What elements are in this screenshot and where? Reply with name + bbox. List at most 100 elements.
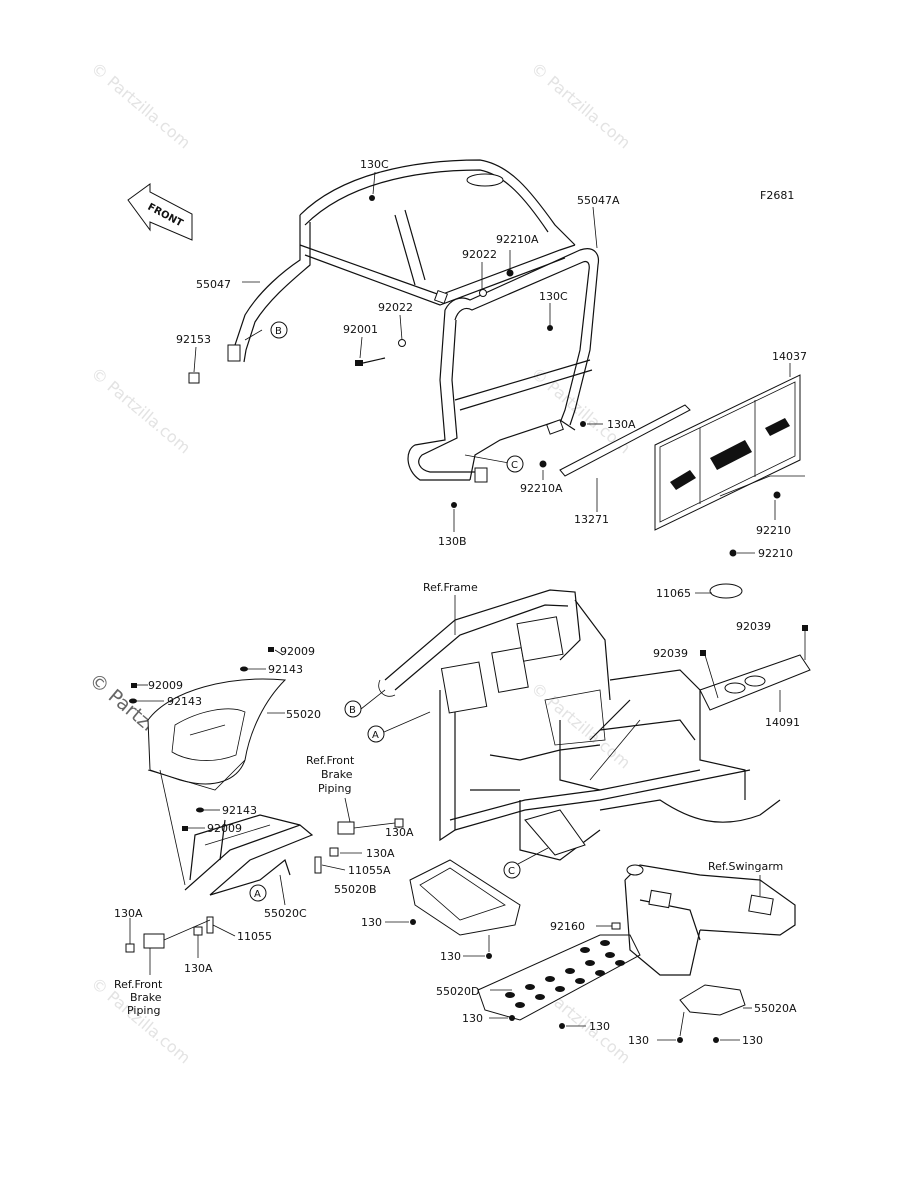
skid-plate-55020d bbox=[477, 922, 641, 1029]
part-label: 92039 bbox=[653, 647, 688, 660]
part-label: 130 bbox=[628, 1034, 649, 1047]
part-label: 92210A bbox=[496, 233, 539, 246]
bolt-icon bbox=[329, 847, 339, 857]
bolt-icon bbox=[713, 1037, 719, 1043]
reference-label: Brake bbox=[130, 991, 162, 1004]
part-label: 130 bbox=[361, 916, 382, 929]
callout-b-lower: B bbox=[344, 689, 386, 718]
nut-icon bbox=[506, 269, 514, 277]
part-label: 11065 bbox=[656, 587, 691, 600]
part-label: 92153 bbox=[176, 333, 211, 346]
part-label: 130 bbox=[462, 1012, 483, 1025]
part-label: 92009 bbox=[280, 645, 315, 658]
part-label: 14037 bbox=[772, 350, 807, 363]
part-label: 11055A bbox=[348, 864, 391, 877]
bolt-icon bbox=[559, 1023, 565, 1029]
part-label: 130 bbox=[440, 950, 461, 963]
reference-brake-bottom: Ref.Front Brake Piping bbox=[114, 978, 163, 1017]
part-label: 130B bbox=[438, 535, 467, 548]
part-label: 92001 bbox=[343, 323, 378, 336]
callout-b-upper: B bbox=[270, 321, 288, 339]
part-label: 92022 bbox=[462, 248, 497, 261]
callout-c-upper: C bbox=[506, 455, 524, 473]
reference-label: Brake bbox=[321, 768, 353, 781]
part-label: 130A bbox=[114, 907, 143, 920]
screw-icon bbox=[268, 647, 274, 652]
bolt-icon bbox=[369, 195, 375, 201]
part-labels-upper: 130C 55047A 92210A 92022 55047 130C 9202… bbox=[176, 158, 807, 560]
bolt-icon bbox=[193, 926, 203, 936]
front-bracket bbox=[184, 814, 314, 896]
rops-assembly bbox=[227, 159, 600, 483]
part-label: 130A bbox=[607, 418, 636, 431]
part-label: 11055 bbox=[237, 930, 272, 943]
bracket-icon bbox=[337, 821, 355, 835]
part-label: 55047 bbox=[196, 278, 231, 291]
part-label: 130 bbox=[589, 1020, 610, 1033]
part-labels-55020d: 92160 55020D 130 130 bbox=[436, 920, 610, 1033]
screw-icon bbox=[182, 826, 188, 831]
part-label: 92022 bbox=[378, 301, 413, 314]
reference-label: Ref.Front bbox=[306, 754, 355, 767]
part-label: 14091 bbox=[765, 716, 800, 729]
part-label: 92039 bbox=[736, 620, 771, 633]
bolt-icon bbox=[410, 919, 416, 925]
bolt-icon bbox=[580, 421, 586, 427]
svg-text:C: C bbox=[511, 460, 518, 471]
callout-a-lower: A bbox=[367, 711, 431, 743]
part-label: 92009 bbox=[207, 822, 242, 835]
skid-plate-55020a bbox=[657, 984, 752, 1043]
part-label: 92210 bbox=[758, 547, 793, 560]
rear-net-panel bbox=[559, 374, 801, 531]
nut-icon bbox=[539, 460, 547, 468]
part-label: 55047A bbox=[577, 194, 620, 207]
bolt-icon bbox=[509, 1015, 515, 1021]
part-label: 92009 bbox=[148, 679, 183, 692]
reference-frame: Ref.Frame bbox=[423, 581, 478, 594]
bolt-icon bbox=[355, 360, 363, 366]
bolt-icon bbox=[802, 625, 808, 631]
washer-icon bbox=[398, 339, 406, 347]
reference-label: Piping bbox=[127, 1004, 160, 1017]
callout-c-lower: C bbox=[503, 847, 549, 879]
part-labels-55020b: 130 130 bbox=[361, 916, 461, 963]
watermark-text: © Partzilla.com bbox=[527, 59, 634, 153]
part-label: 92143 bbox=[167, 695, 202, 708]
clamp-icon bbox=[314, 856, 322, 874]
svg-text:B: B bbox=[275, 326, 282, 337]
part-label: 92143 bbox=[222, 804, 257, 817]
watermark-text: © Partzilla.com bbox=[87, 59, 194, 153]
part-label: 92143 bbox=[268, 663, 303, 676]
cap-11065 bbox=[709, 583, 743, 599]
part-label: 130C bbox=[539, 290, 568, 303]
leader-lines-left bbox=[129, 649, 400, 975]
part-label: 130A bbox=[366, 847, 395, 860]
bolt-icon bbox=[451, 502, 457, 508]
watermark-text: © Partzilla.com bbox=[87, 364, 194, 458]
part-label: 92160 bbox=[550, 920, 585, 933]
part-label: 55020 bbox=[286, 708, 321, 721]
part-label: 55020B bbox=[334, 883, 377, 896]
bolt-icon bbox=[486, 953, 492, 959]
clip-icon bbox=[611, 922, 621, 930]
main-frame bbox=[378, 589, 781, 861]
reference-swingarm: Ref.Swingarm bbox=[708, 860, 783, 873]
svg-text:A: A bbox=[254, 889, 261, 900]
leader-lines-upper bbox=[193, 171, 805, 554]
nut-icon bbox=[729, 549, 737, 557]
bolt-icon bbox=[547, 325, 553, 331]
diagram-code: F2681 bbox=[760, 189, 794, 202]
part-label: 92210A bbox=[520, 482, 563, 495]
part-labels-55020a: 55020A 130 130 bbox=[628, 1002, 797, 1047]
part-label: 130A bbox=[184, 962, 213, 975]
fasteners-upper bbox=[188, 195, 781, 557]
washer-icon bbox=[479, 289, 487, 297]
part-labels-left: 92009 92143 92009 92143 55020 92143 9200… bbox=[114, 645, 414, 975]
bolt-icon bbox=[677, 1037, 683, 1043]
watermark-text: © Partzilla.com bbox=[527, 679, 634, 773]
part-label: 13271 bbox=[574, 513, 609, 526]
seat-base-panel bbox=[695, 583, 811, 712]
front-fender bbox=[147, 678, 287, 791]
clip-icon bbox=[240, 666, 248, 672]
